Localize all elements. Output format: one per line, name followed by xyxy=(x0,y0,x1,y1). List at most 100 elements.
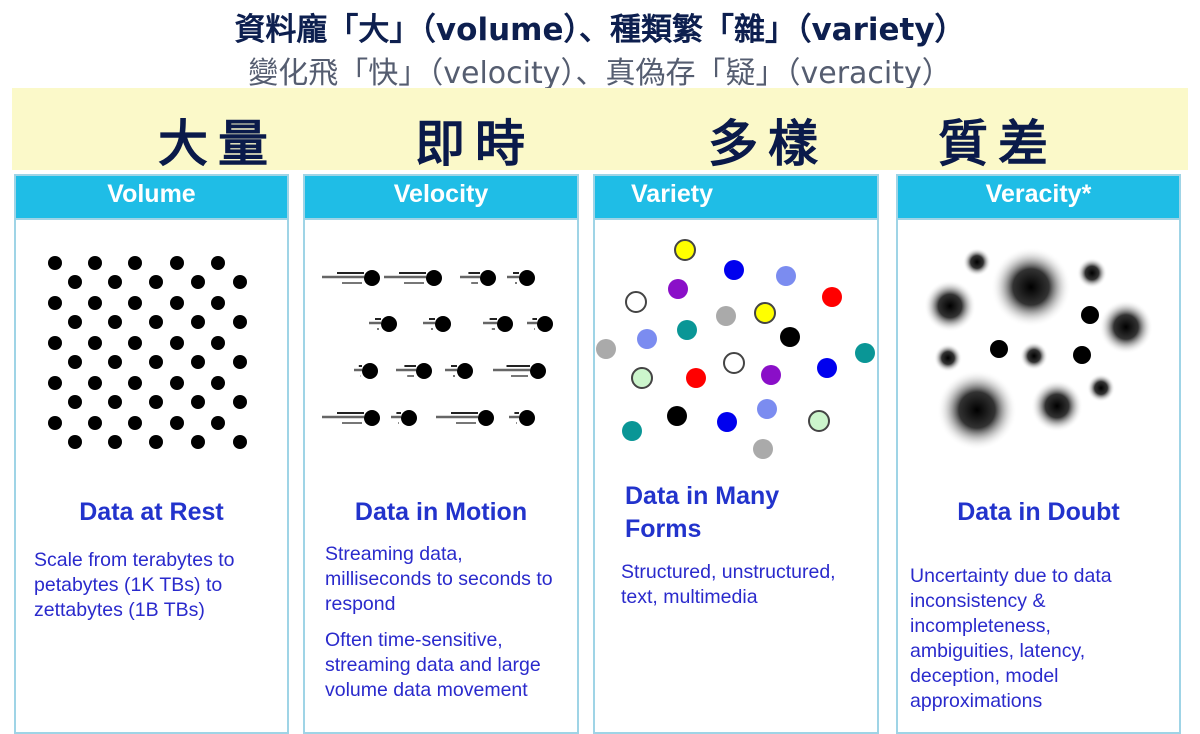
velocity-dot xyxy=(519,270,535,286)
volume-dot xyxy=(170,256,184,270)
volume-dot xyxy=(211,296,225,310)
velocity-dot xyxy=(519,410,535,426)
volume-dot xyxy=(149,435,163,449)
card-subtitle: Data in Motion xyxy=(354,498,528,526)
velocity-dot xyxy=(364,270,380,286)
variety-dot xyxy=(667,406,687,426)
card-subtitle: Data in Doubt xyxy=(957,498,1120,526)
variety-dot xyxy=(686,368,706,388)
variety-dot xyxy=(780,327,800,347)
volume-dot xyxy=(170,416,184,430)
variety-dot xyxy=(637,329,657,349)
variety-dot xyxy=(677,320,697,340)
velocity-dot xyxy=(530,363,546,379)
velocity-dot xyxy=(381,316,397,332)
fuzzy-dot xyxy=(1020,342,1048,370)
label-veracity-zh: 質差 xyxy=(938,114,1058,173)
fuzzy-dot xyxy=(991,247,1071,327)
volume-dot xyxy=(68,275,82,289)
velocity-dot xyxy=(497,316,513,332)
title-line-1: 資料龐「大」（volume）、種類繁「雜」（variety） xyxy=(234,12,966,48)
volume-dot xyxy=(128,256,142,270)
card-description-2: Often time-sensitive, streaming data and… xyxy=(325,629,541,701)
volume-dot xyxy=(211,256,225,270)
volume-dot xyxy=(48,376,62,390)
volume-dot xyxy=(211,376,225,390)
velocity-dot xyxy=(480,270,496,286)
volume-dot xyxy=(211,336,225,350)
volume-dot xyxy=(191,435,205,449)
volume-dot xyxy=(88,416,102,430)
volume-dot xyxy=(128,296,142,310)
chinese-label-band xyxy=(12,88,1188,170)
card-header: Variety xyxy=(595,176,877,220)
volume-dot xyxy=(211,416,225,430)
card-description: Uncertainty due to data inconsistency & … xyxy=(910,565,1112,712)
title-line-2: 變化飛「快」（velocity）、真偽存「疑」（veracity） xyxy=(248,56,952,91)
velocity-dot xyxy=(416,363,432,379)
variety-dot xyxy=(625,291,647,313)
variety-dot xyxy=(716,306,736,326)
volume-dot xyxy=(108,435,122,449)
volume-dot xyxy=(170,296,184,310)
variety-dot xyxy=(622,421,642,441)
variety-dot xyxy=(724,260,744,280)
card-header: Veracity* xyxy=(898,176,1179,220)
volume-dot xyxy=(68,435,82,449)
volume-dot xyxy=(233,395,247,409)
variety-dot xyxy=(723,352,745,374)
volume-dot xyxy=(48,256,62,270)
volume-dot xyxy=(88,336,102,350)
variety-dot xyxy=(822,287,842,307)
fuzzy-dot xyxy=(1087,374,1115,402)
volume-dot xyxy=(128,416,142,430)
label-volume-zh: 大量 xyxy=(158,114,278,173)
veracity-dot xyxy=(1073,346,1091,364)
volume-dot xyxy=(108,315,122,329)
velocity-dot xyxy=(401,410,417,426)
volume-dot xyxy=(68,315,82,329)
volume-dot xyxy=(191,355,205,369)
variety-dot xyxy=(717,412,737,432)
volume-dot xyxy=(149,275,163,289)
volume-dot xyxy=(108,395,122,409)
label-variety-zh: 多樣 xyxy=(708,114,828,173)
velocity-dot xyxy=(457,363,473,379)
variety-dot xyxy=(631,367,653,389)
fuzzy-dot xyxy=(934,344,962,372)
volume-dot xyxy=(108,275,122,289)
card-header: Volume xyxy=(16,176,287,220)
fuzzy-dot xyxy=(1031,380,1083,432)
volume-dot xyxy=(88,376,102,390)
card-subtitle: Data at Rest xyxy=(79,498,224,526)
volume-dot xyxy=(128,376,142,390)
volume-dot xyxy=(68,355,82,369)
volume-dot xyxy=(191,275,205,289)
volume-dot xyxy=(48,336,62,350)
volume-dot xyxy=(48,416,62,430)
fuzzy-dot xyxy=(1099,300,1153,354)
volume-dot xyxy=(233,315,247,329)
fuzzy-dot xyxy=(1077,258,1107,288)
variety-dot xyxy=(808,410,830,432)
variety-dot xyxy=(817,358,837,378)
volume-dot xyxy=(149,355,163,369)
card-description: Streaming data, milliseconds to seconds … xyxy=(325,543,553,615)
variety-dot xyxy=(761,365,781,385)
card-veracity: Veracity* Data in Doubt Uncertainty due … xyxy=(896,174,1181,734)
volume-dot xyxy=(88,296,102,310)
volume-dot xyxy=(233,435,247,449)
card-description: Structured, unstructured, text, multimed… xyxy=(621,561,836,608)
velocity-dot xyxy=(537,316,553,332)
volume-dot xyxy=(233,355,247,369)
variety-dot xyxy=(776,266,796,286)
variety-dot xyxy=(855,343,875,363)
variety-dot xyxy=(754,302,776,324)
veracity-dot xyxy=(1081,306,1099,324)
velocity-dot xyxy=(435,316,451,332)
velocity-dot xyxy=(478,410,494,426)
velocity-dot xyxy=(362,363,378,379)
velocity-dot xyxy=(364,410,380,426)
card-description: Scale from terabytes to petabytes (1K TB… xyxy=(34,549,235,621)
